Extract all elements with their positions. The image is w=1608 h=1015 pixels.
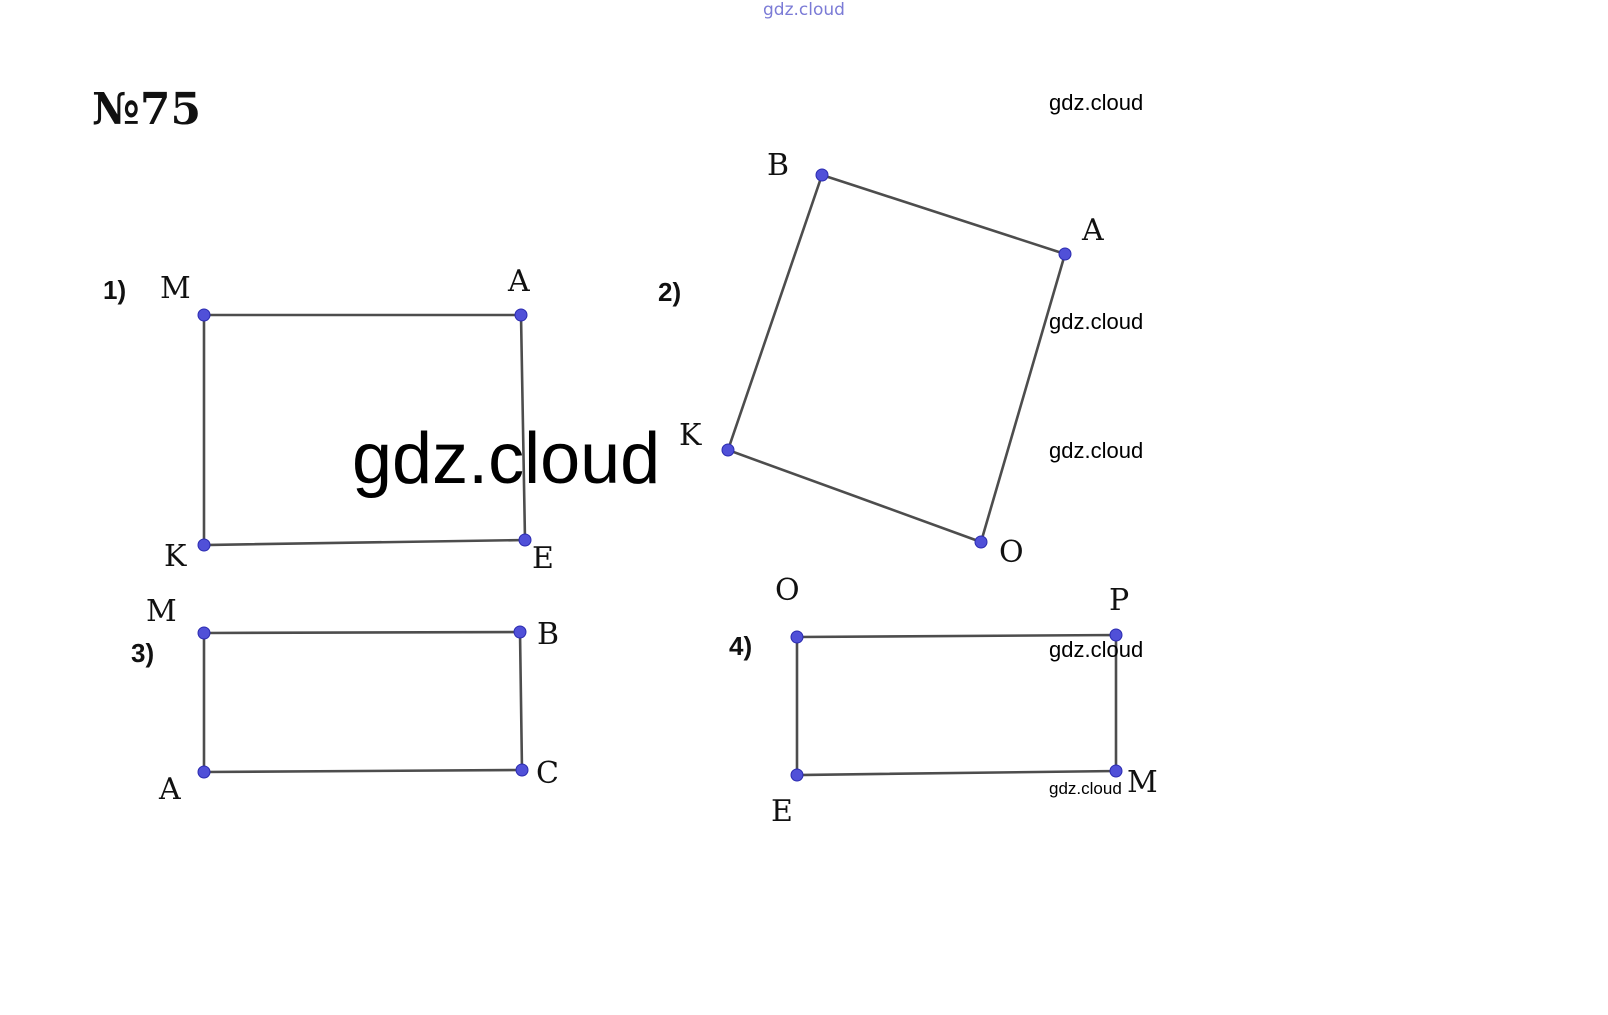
vertex-label-2-b: B: [767, 148, 789, 183]
vertex-label-4-o: O: [775, 573, 800, 608]
vertex-label-3-b: B: [537, 617, 559, 652]
vertex-label-2-a: A: [1081, 213, 1104, 248]
vertex-label-4-p: P: [1109, 583, 1129, 618]
vertex-label-3-m: M: [146, 594, 177, 629]
vertex-1-e: [518, 533, 532, 547]
watermark-center: gdz.cloud: [352, 419, 661, 499]
vertex-label-1-e: E: [532, 541, 554, 576]
figure-3-outline: [202, 630, 524, 774]
watermark-right-4: gdz.cloud: [1049, 637, 1144, 662]
problem-number: №75: [92, 84, 202, 135]
vertex-2-o: [974, 535, 988, 549]
vertex-2-b: [815, 168, 829, 182]
figure-2: 2) B A O K: [658, 148, 1104, 570]
figure-2-number: 2): [658, 277, 681, 307]
watermark-right-1: gdz.cloud: [1049, 90, 1144, 115]
vertex-2-k: [721, 443, 735, 457]
vertex-4-o: [790, 630, 804, 644]
vertex-3-a: [197, 765, 211, 779]
vertex-1-m: [197, 308, 211, 322]
vertex-label-4-m: M: [1127, 765, 1158, 800]
vertex-1-k: [197, 538, 211, 552]
watermark-right-2: gdz.cloud: [1049, 309, 1144, 334]
vertex-3-c: [515, 763, 529, 777]
watermark-bottom-small: gdz.cloud: [1049, 779, 1122, 798]
watermark-top: gdz.cloud: [763, 0, 845, 20]
figure-2-outline: [726, 173, 1067, 544]
vertex-4-e: [790, 768, 804, 782]
vertex-label-2-o: O: [999, 535, 1024, 570]
vertex-4-p: [1109, 628, 1123, 642]
vertex-3-b: [513, 625, 527, 639]
vertex-4-m: [1109, 764, 1123, 778]
vertex-label-1-a: A: [507, 264, 530, 299]
vertex-label-1-k: K: [164, 539, 187, 574]
figure-3: 3) M B C A: [131, 594, 559, 807]
vertex-label-1-m: M: [160, 271, 191, 306]
figure-1: 1) M A E K: [103, 264, 554, 576]
figure-1-number: 1): [103, 275, 126, 305]
vertex-label-3-a: A: [158, 772, 181, 807]
vertex-label-4-e: E: [771, 794, 793, 829]
figure-4: 4) O P M E: [729, 573, 1158, 829]
vertex-3-m: [197, 626, 211, 640]
figure-4-number: 4): [729, 631, 752, 661]
watermark-right-3: gdz.cloud: [1049, 438, 1144, 463]
vertex-label-2-k: K: [679, 418, 702, 453]
figure-3-number: 3): [131, 638, 154, 668]
vertex-1-a: [514, 308, 528, 322]
vertex-label-3-c: C: [536, 756, 559, 791]
vertex-2-a: [1058, 247, 1072, 261]
